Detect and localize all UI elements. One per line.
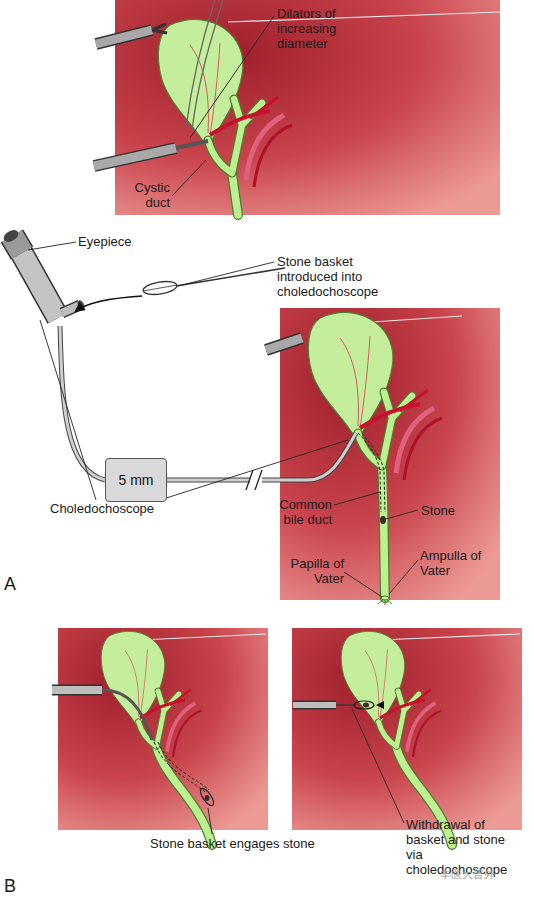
bile-stone [380,516,386,524]
stone-basket [76,268,384,807]
laparoscopic-instrument [266,338,302,350]
common-bile-duct [382,466,385,598]
laparoscopic-instrument [266,338,302,350]
liver-bed [58,628,268,830]
choledochoscope [2,228,385,792]
laparoscopic-instrument [94,148,176,166]
part-label: Stone [421,503,455,518]
choledochoscope [336,704,356,705]
choledochoscope [293,702,336,708]
laparoscopic-instrument [192,0,223,130]
retraction-suture [140,634,266,640]
laparoscopic-instrument [176,141,208,148]
part-label: Papilla of Vater [288,556,344,586]
laparoscopic-instrument [152,24,167,33]
choledochoscope [293,701,336,710]
stone-basket [143,285,177,291]
part-label: Stone basket introduced into choledochos… [277,254,387,299]
biliary-anatomy [101,19,442,757]
laparoscopic-instrument [94,148,176,166]
liver-bed [115,0,500,215]
choledochoscope [52,685,102,696]
biliary-anatomy [341,631,441,757]
part-label: Common bile duct [268,497,332,527]
watermark: 丰医大普外 [440,868,495,881]
common-bile-duct [382,466,385,598]
part-label: Cystic duct [124,180,170,210]
leader-line [172,160,206,196]
part-label: Dilators of increasing diameter [277,6,362,51]
stone-basket [363,703,369,708]
choledochoscope [102,690,152,740]
stone-basket [76,296,142,311]
biliary-anatomy [158,19,292,187]
choledochoscope [62,305,80,313]
part-label: B [4,876,16,896]
choledochoscope [154,742,209,792]
stone-basket [205,795,210,801]
leader-line [28,242,76,250]
stone-basket [176,268,285,286]
leader-line [386,510,418,519]
leader-line [389,560,418,594]
biliary-anatomy [101,631,201,757]
liver-bed [280,308,500,600]
stone-basket [198,787,216,808]
common-bile-duct [156,173,452,845]
leader-line [352,709,404,823]
part-label: Choledochoscope [50,501,154,516]
choledochoscope [20,250,58,318]
stone-basket [354,701,374,709]
leader-line [160,440,348,500]
bile-stone [380,516,386,524]
common-bile-duct [232,173,238,215]
leader-line [334,492,380,505]
choledochoscope [2,228,21,245]
common-bile-duct [156,746,212,845]
retraction-suture [372,316,462,322]
part-label: A [4,574,16,594]
choledochoscope [246,470,262,490]
size-label: 5 mm [119,472,154,488]
papilla [378,596,392,605]
part-label: Ampulla of Vater [420,548,484,578]
stone-basket [376,701,384,709]
liver-bed [58,0,522,830]
leader-line [178,262,274,286]
choledochoscope [20,250,58,318]
biliary-anatomy [308,312,442,480]
leader-line [40,320,96,500]
choledochoscope [358,433,385,512]
stone-basket [142,279,177,296]
part-label: Stone basket engages stone [150,836,315,851]
choledochoscope [52,686,102,694]
retraction-suture [380,634,520,640]
leader-line [28,16,418,834]
common-bile-duct [156,746,212,845]
leader-line [190,16,274,138]
laparoscopic-instrument [96,30,152,44]
retraction-suture [140,12,520,640]
laparoscopic-instrument [96,30,152,44]
part-label: Eyepiece [78,234,131,249]
choledochoscope [62,305,80,313]
connector-box: 5 mm [105,458,167,502]
common-bile-duct [232,173,238,215]
leader-line [344,572,382,597]
liver-bed [292,628,522,830]
retraction-suture [228,12,500,22]
leader-line [208,808,212,834]
